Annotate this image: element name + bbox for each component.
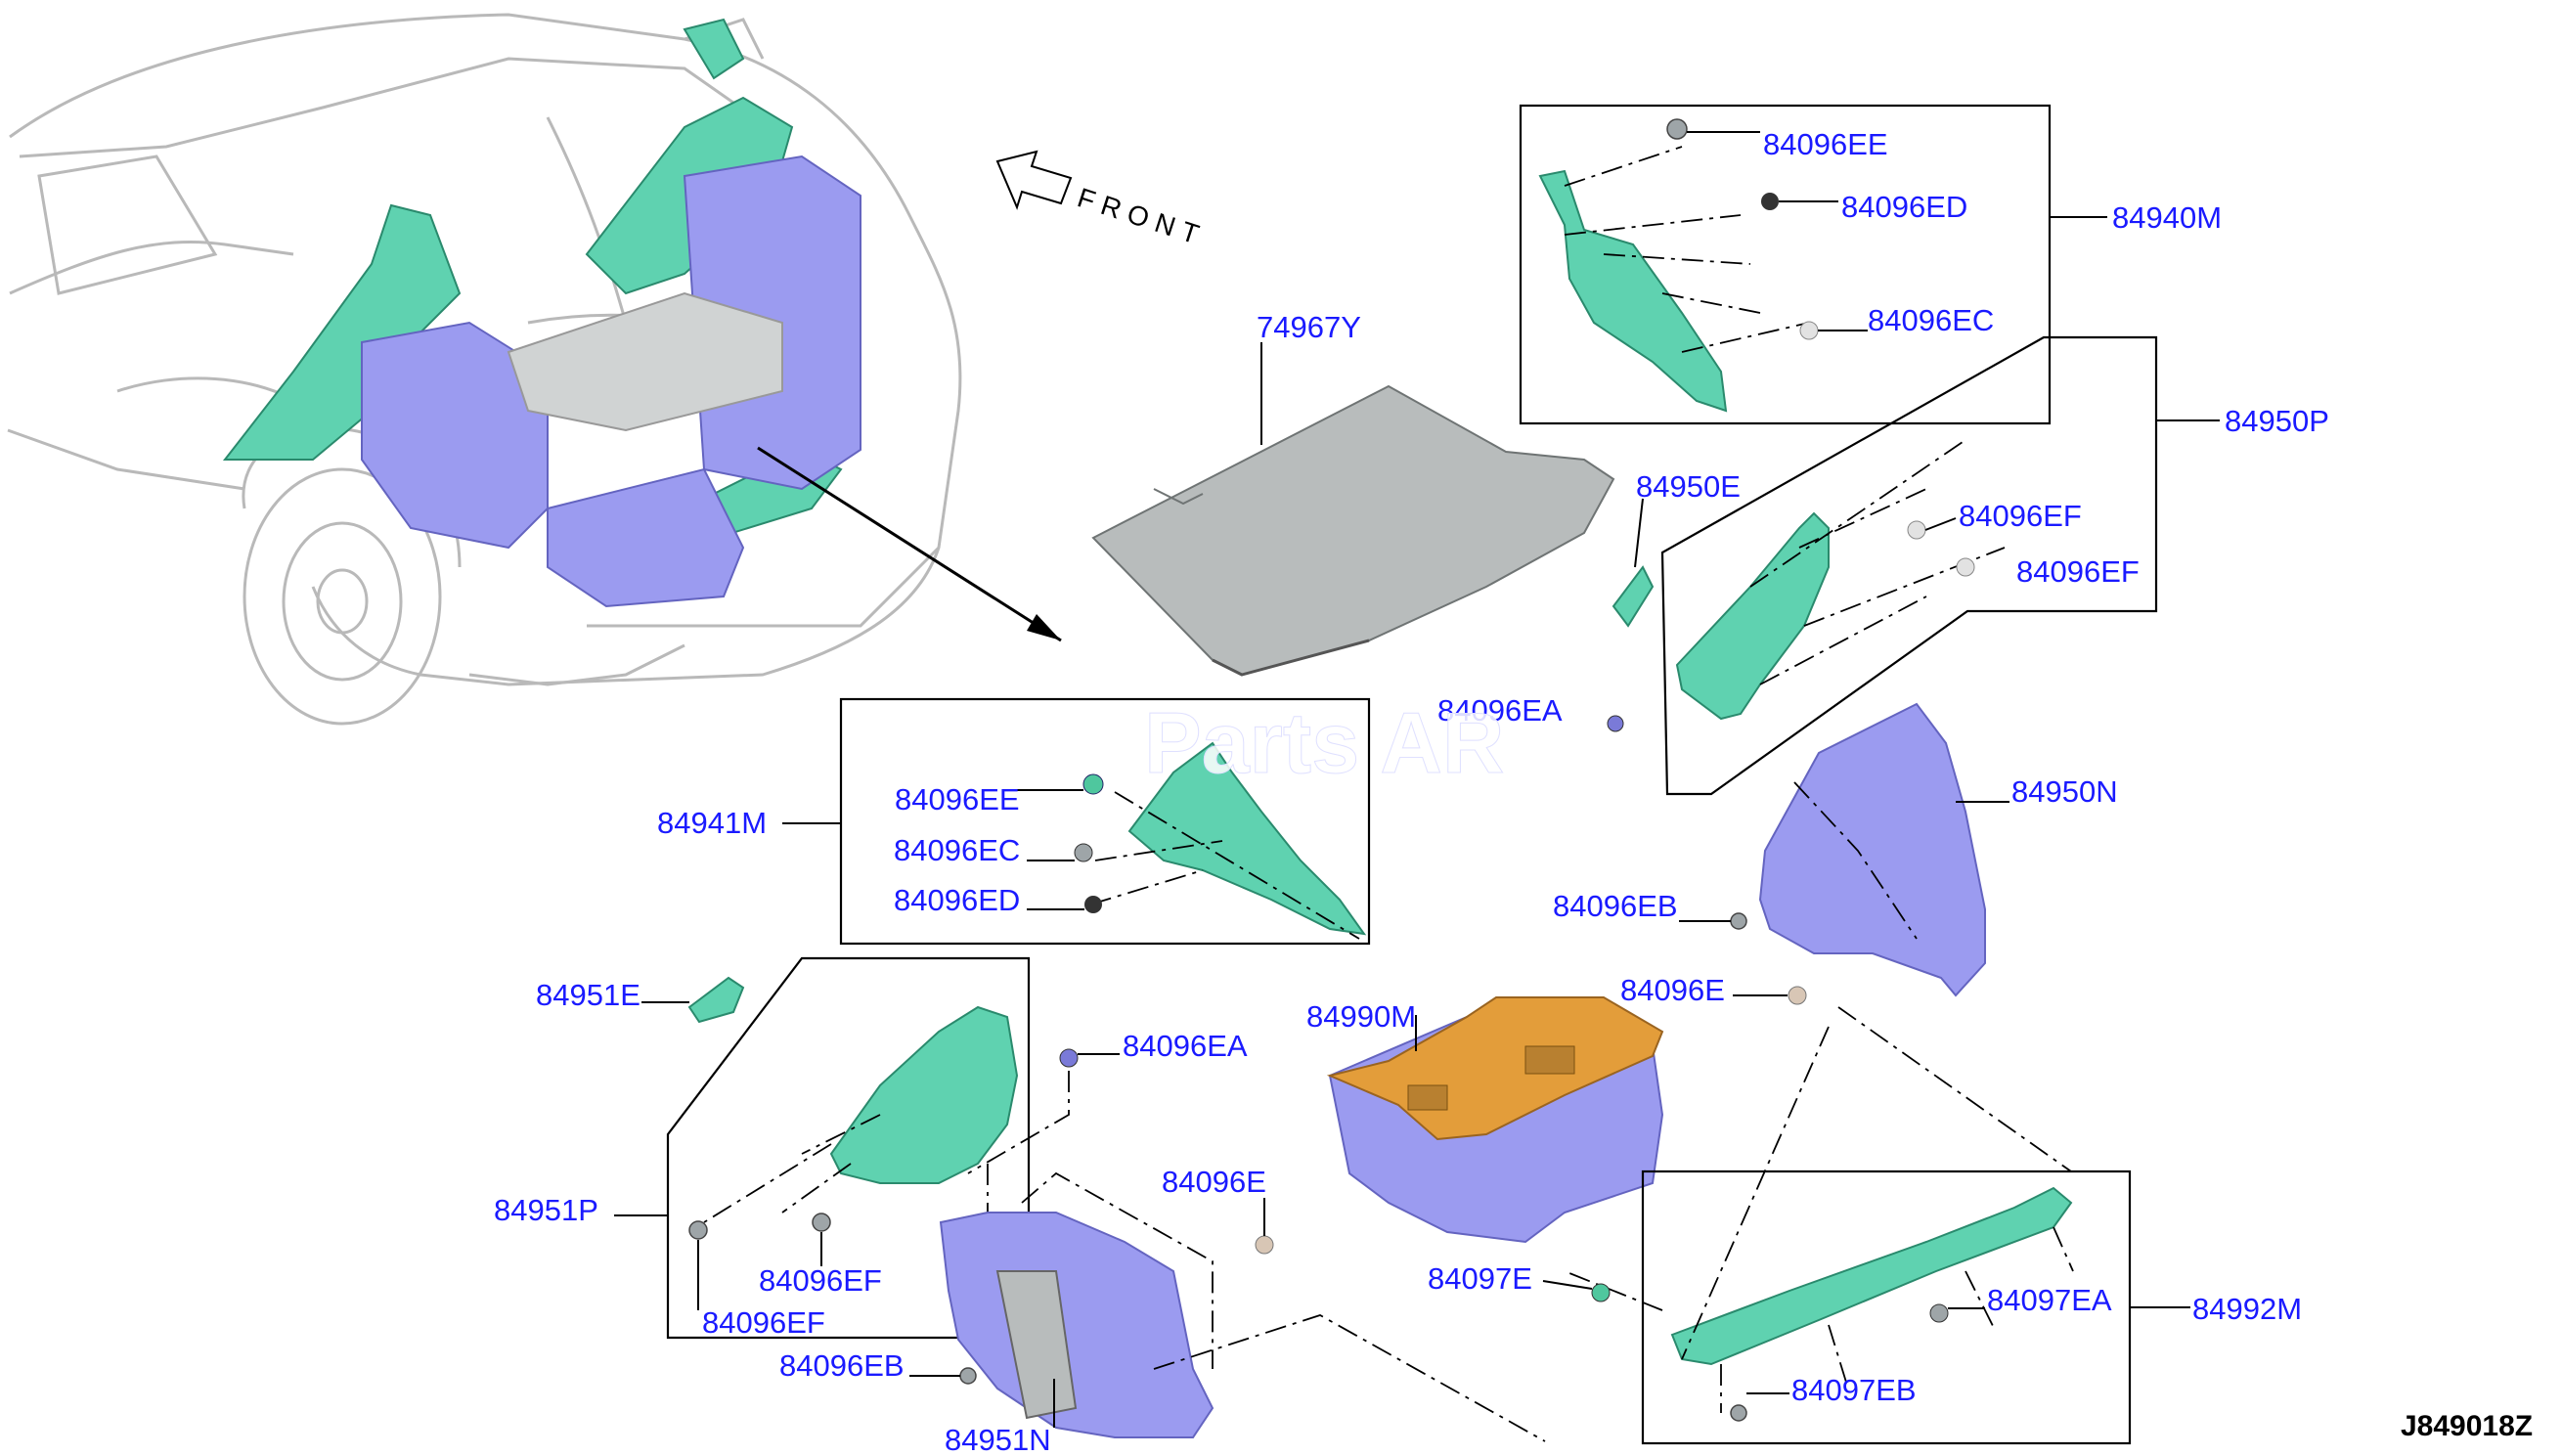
label-84096EA-a: 84096EA bbox=[1437, 693, 1563, 728]
clip-84097EB bbox=[1730, 1404, 1747, 1422]
clip-84097E bbox=[1591, 1283, 1611, 1302]
clip-84097EA bbox=[1929, 1303, 1949, 1323]
detail-arrow bbox=[757, 446, 1062, 642]
label-84992M: 84992M bbox=[2192, 1292, 2302, 1326]
part-84950E bbox=[1612, 565, 1655, 628]
label-84951E: 84951E bbox=[536, 978, 640, 1012]
label-84941M: 84941M bbox=[657, 806, 767, 840]
label-84096EF-c: 84096EF bbox=[759, 1263, 882, 1298]
part-84951N-side-trim bbox=[939, 1171, 1546, 1442]
leader-dash-84096EA-b bbox=[967, 1071, 1070, 1174]
label-84940M: 84940M bbox=[2112, 200, 2222, 235]
label-84096EB-a: 84096EB bbox=[1553, 889, 1678, 923]
part-84950N-wheelhouse-trim bbox=[1758, 702, 1986, 997]
clip-84096EF-b bbox=[1956, 557, 1975, 577]
label-84950N: 84950N bbox=[2011, 774, 2118, 809]
clip-84096ED-lower bbox=[1084, 896, 1102, 913]
front-direction-indicator: FRONT bbox=[995, 150, 1210, 252]
label-84950P: 84950P bbox=[2225, 404, 2329, 438]
label-84096EF-a: 84096EF bbox=[1959, 499, 2082, 533]
detail-arrow-head bbox=[1027, 614, 1061, 640]
group-box-84940M bbox=[1519, 104, 2052, 425]
clip-84096EC-lower bbox=[1074, 843, 1093, 862]
label-84096EC-a: 84096EC bbox=[1868, 303, 1994, 337]
part-84951P-trim bbox=[703, 1005, 1019, 1223]
label-84990M: 84990M bbox=[1306, 999, 1416, 1034]
clip-84096EF-d bbox=[812, 1213, 831, 1232]
label-84096E-b: 84096E bbox=[1162, 1165, 1266, 1199]
label-84096ED-a: 84096ED bbox=[1841, 190, 1967, 224]
leader-84096EF-a bbox=[1924, 517, 1957, 531]
label-84951N: 84951N bbox=[945, 1423, 1051, 1451]
front-label: FRONT bbox=[1074, 182, 1210, 252]
part-84940M-trim bbox=[1538, 146, 1810, 413]
part-84951E bbox=[687, 976, 745, 1024]
vehicle-illustration bbox=[7, 13, 962, 726]
label-84096EE-a: 84096EE bbox=[1763, 127, 1888, 161]
label-84096E-a: 84096E bbox=[1620, 973, 1725, 1007]
label-84097E: 84097E bbox=[1428, 1261, 1532, 1296]
part-84941M-trim bbox=[1089, 741, 1367, 940]
clip-84096EC-upper bbox=[1799, 321, 1819, 340]
part-84950P-trim bbox=[1675, 439, 2006, 721]
label-84096EA-b: 84096EA bbox=[1123, 1029, 1248, 1063]
label-84096EC-b: 84096EC bbox=[894, 833, 1020, 867]
clip-84096ED-upper bbox=[1761, 193, 1779, 210]
clip-84096EE-lower bbox=[1082, 773, 1104, 795]
clip-84096EB-a bbox=[1730, 912, 1747, 930]
clip-84096E-a bbox=[1788, 986, 1807, 1005]
label-84096EB-b: 84096EB bbox=[779, 1348, 905, 1383]
part-84992M-sill-plate bbox=[1564, 1186, 2074, 1413]
leader-dash-84992M bbox=[1681, 1006, 2072, 1360]
label-84097EA: 84097EA bbox=[1987, 1283, 2112, 1317]
part-74967Y-cargo-mat bbox=[1091, 384, 1615, 677]
label-84096EE-b: 84096EE bbox=[895, 782, 1020, 816]
label-84096EF-d: 84096EF bbox=[702, 1305, 825, 1340]
label-74967Y: 74967Y bbox=[1257, 310, 1361, 344]
leader-84950E bbox=[1634, 498, 1644, 568]
label-84950E: 84950E bbox=[1636, 469, 1741, 504]
leader-84097E bbox=[1542, 1280, 1593, 1290]
label-84096EF-b: 84096EF bbox=[2016, 554, 2140, 589]
group-box-84941M bbox=[839, 697, 1371, 946]
label-84951P: 84951P bbox=[494, 1193, 598, 1227]
group-box-84950P bbox=[1660, 335, 2158, 796]
clip-84096EE-upper bbox=[1666, 118, 1688, 140]
clip-84096EA-a bbox=[1607, 715, 1624, 732]
clip-84096E-b bbox=[1255, 1235, 1274, 1255]
watermark: Parts AR bbox=[1144, 694, 1504, 791]
figure-code: J849018Z bbox=[2401, 1410, 2533, 1442]
clip-84096EF-c bbox=[688, 1220, 708, 1240]
clip-84096EA-b bbox=[1059, 1048, 1079, 1068]
clip-84096EF-a bbox=[1907, 520, 1926, 540]
clip-84096EB-b bbox=[959, 1367, 977, 1385]
label-84097EB: 84097EB bbox=[1791, 1373, 1917, 1407]
label-84096ED-b: 84096ED bbox=[894, 883, 1020, 917]
part-84990M-cargo-tray bbox=[1326, 996, 1664, 1244]
